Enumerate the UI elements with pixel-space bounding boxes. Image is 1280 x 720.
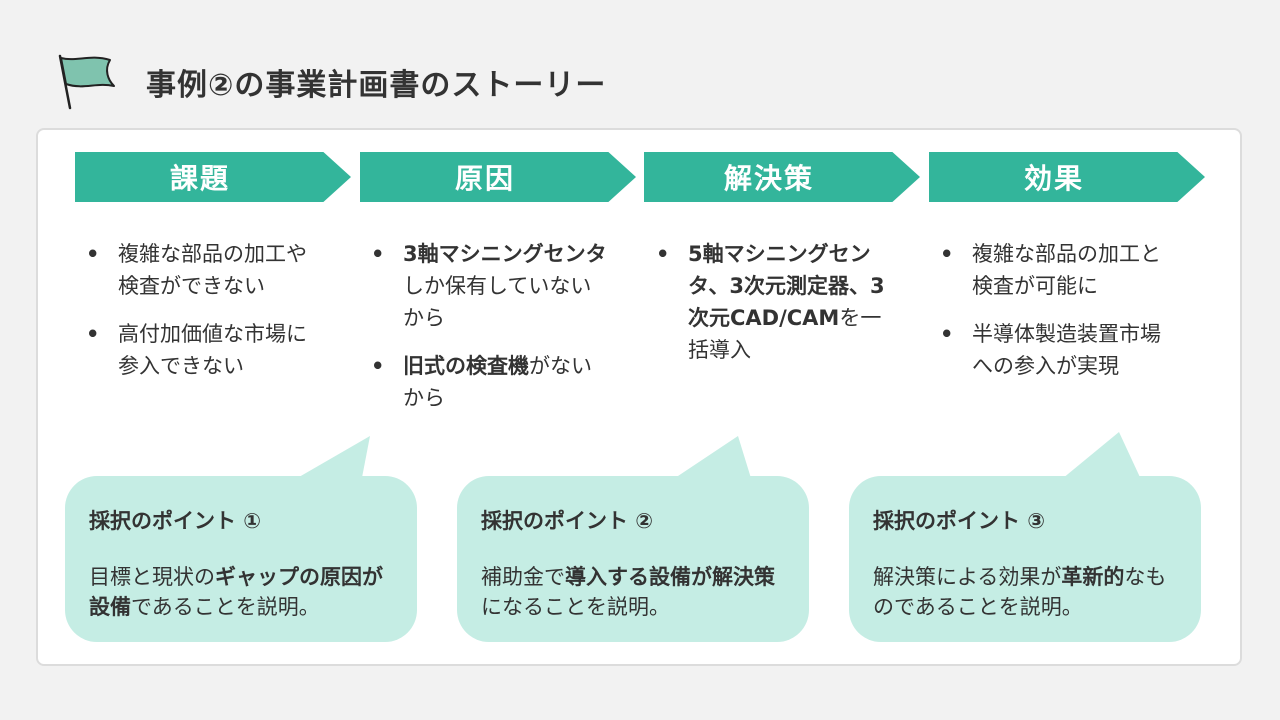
cause-bullet-list: • 3軸マシニングセンタしか保有していないから • 旧式の検査機がないから: [371, 238, 611, 430]
bubble-tail-2: [660, 436, 754, 488]
point-title-3: 採択のポイント ③: [873, 509, 1046, 533]
bullet-bold-text: 5軸マシニングセンタ、3次元測定器、3次元CAD/CAM: [688, 242, 885, 330]
bullet-text: を一括導入: [688, 306, 882, 362]
bullet-dot-icon: •: [656, 242, 670, 266]
point-title-2: 採択のポイント ②: [481, 509, 654, 533]
point-title-1: 採択のポイント ①: [89, 509, 262, 533]
solution-bullet-list: • 5軸マシニングセンタ、3次元測定器、3次元CAD/CAMを一括導入: [656, 238, 896, 382]
point-bold-text: 導入する設備が解決策: [565, 565, 775, 589]
effect-bullet-list: • 複雑な部品の加工と検査が可能に • 半導体製造装置市場への参入が実現: [940, 238, 1180, 398]
bullet-bold-text: 3軸マシニングセンタ: [403, 242, 607, 266]
bullet-dot-icon: •: [940, 242, 954, 266]
page-title: 事例②の事業計画書のストーリー: [146, 68, 607, 103]
bullet-dot-icon: •: [86, 322, 100, 346]
step-chevron-issue: 課題: [75, 152, 351, 202]
point-text: 目標と現状の: [89, 565, 215, 589]
bullet-text: 複雑な部品の加工や検査ができない: [118, 242, 307, 298]
bullet-text: がないから: [403, 354, 592, 410]
bullet-item: • 高付加価値な市場に参入できない: [86, 318, 326, 382]
point-text: 補助金で: [481, 565, 565, 589]
bullet-item: • 3軸マシニングセンタしか保有していないから: [371, 238, 611, 334]
bullet-item: • 5軸マシニングセンタ、3次元測定器、3次元CAD/CAMを一括導入: [656, 238, 896, 366]
point-text: 解決策による効果が: [873, 565, 1062, 589]
bullet-text: 半導体製造装置市場への参入が実現: [972, 322, 1161, 378]
point-text: になることを説明。: [481, 595, 670, 619]
point-bubble-1: 採択のポイント ① 目標と現状のギャップの原因が設備であることを説明。: [65, 476, 417, 642]
point-bubble-2: 採択のポイント ② 補助金で導入する設備が解決策になることを説明。: [457, 476, 809, 642]
point-bubble-3: 採択のポイント ③ 解決策による効果が革新的なものであることを説明。: [849, 476, 1201, 642]
point-text: なものであることを説明。: [873, 565, 1167, 619]
step-chevron-cause: 原因: [360, 152, 636, 202]
point-text: であることを説明。: [131, 595, 320, 619]
bullet-item: • 旧式の検査機がないから: [371, 350, 611, 414]
bullet-text: 高付加価値な市場に参入できない: [118, 322, 307, 378]
flag-icon: [58, 54, 115, 110]
bullet-item: • 半導体製造装置市場への参入が実現: [940, 318, 1180, 382]
point-body-3: 解決策による効果が革新的なものであることを説明。: [873, 562, 1177, 622]
point-bold-text: 革新的: [1061, 565, 1125, 589]
bullet-text: 複雑な部品の加工と検査が可能に: [972, 242, 1161, 298]
bullet-bold-text: 旧式の検査機: [403, 354, 529, 378]
bullet-dot-icon: •: [86, 242, 100, 266]
point-body-2: 補助金で導入する設備が解決策になることを説明。: [481, 562, 785, 622]
bubble-tail-1: [280, 436, 370, 488]
bullet-text: 高付加価値な市場に参入できない: [118, 322, 307, 378]
bullet-text: 複雑な部品の加工や検査ができない: [118, 242, 307, 298]
step-chevron-solution: 解決策: [644, 152, 920, 202]
point-body-1: 目標と現状のギャップの原因が設備であることを説明。: [89, 562, 393, 622]
step-chevron-effect: 効果: [929, 152, 1205, 202]
issue-bullet-list: • 複雑な部品の加工や検査ができない • 高付加価値な市場に参入できない: [86, 238, 326, 398]
bullet-text: 複雑な部品の加工と検査が可能に: [972, 242, 1161, 298]
bullet-text: 3軸マシニングセンタしか保有していないから: [403, 242, 607, 330]
bullet-item: • 複雑な部品の加工や検査ができない: [86, 238, 326, 302]
bullet-text: しか保有していないから: [403, 274, 592, 330]
bullet-text: 5軸マシニングセンタ、3次元測定器、3次元CAD/CAMを一括導入: [688, 242, 885, 362]
bullet-item: • 複雑な部品の加工と検査が可能に: [940, 238, 1180, 302]
bullet-text: 旧式の検査機がないから: [403, 354, 592, 410]
bullet-dot-icon: •: [371, 242, 385, 266]
bullet-dot-icon: •: [371, 354, 385, 378]
bubble-tail-3: [1051, 432, 1145, 488]
bullet-text: 半導体製造装置市場への参入が実現: [972, 322, 1161, 378]
bullet-dot-icon: •: [940, 322, 954, 346]
point-bold-text: ギャップの原因が設備: [89, 565, 383, 619]
